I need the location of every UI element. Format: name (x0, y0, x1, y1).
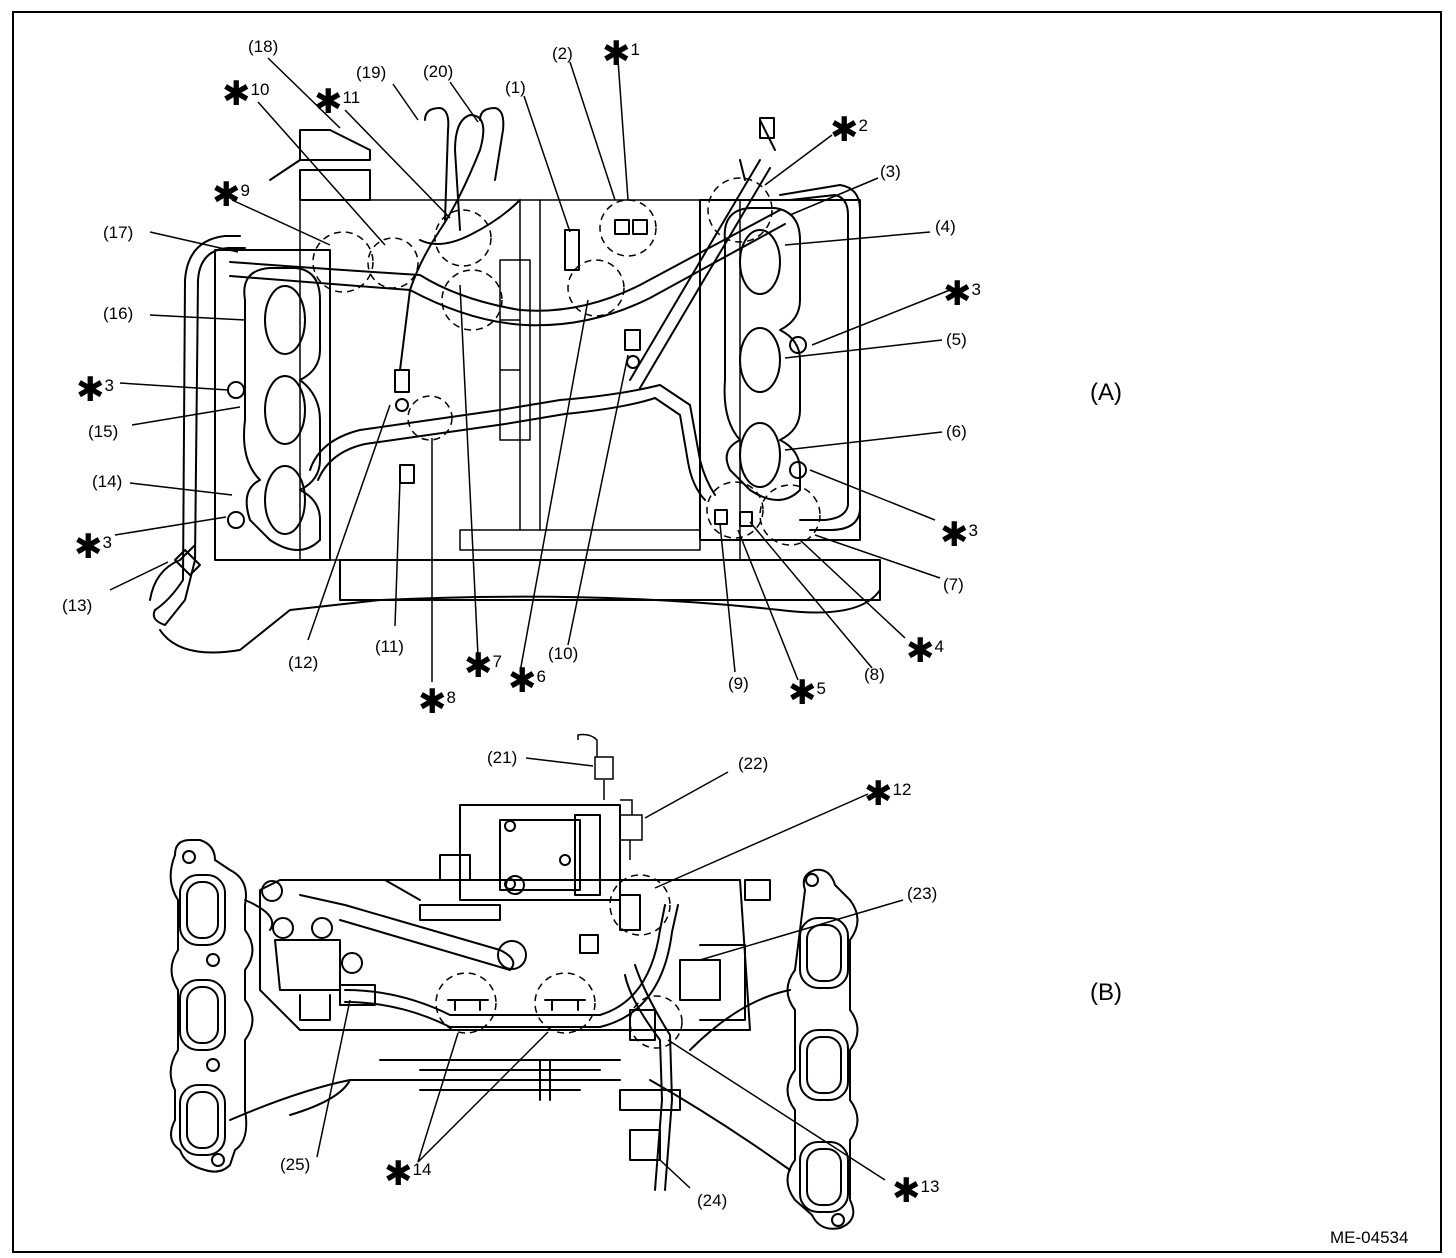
note-star: ✱ (74, 528, 103, 566)
note-star: ✱ (892, 1172, 921, 1210)
label-11: (11) (375, 637, 404, 656)
note-2: ✱2 (830, 111, 868, 149)
note-star: ✱ (222, 75, 251, 113)
note-10: ✱10 (222, 75, 269, 113)
note-11: ✱11 (314, 83, 360, 121)
label-6: (6) (946, 422, 967, 441)
view-a-label: (A) (1090, 379, 1122, 406)
note-labels: ✱1 ✱2 ✱3 ✱3 ✱3 ✱3 ✱4 ✱5 ✱6 ✱7 ✱8 ✱9 ✱10 … (74, 35, 981, 1210)
label-24: (24) (697, 1191, 727, 1210)
label-2: (2) (552, 44, 573, 63)
note-star: ✱ (906, 632, 935, 670)
note-4: ✱4 (906, 632, 944, 670)
note-6: ✱6 (508, 662, 546, 700)
note-star: ✱ (384, 1155, 413, 1193)
note-3-right-top: ✱3 (943, 275, 981, 313)
figure-frame (12, 11, 1442, 1253)
note-1: ✱1 (602, 35, 640, 73)
label-21: (21) (487, 748, 517, 767)
note-star: ✱ (508, 662, 537, 700)
view-b-drawing (169, 804, 859, 1230)
note-3-left-top: ✱3 (76, 371, 114, 409)
note-3-right-bottom: ✱3 (940, 516, 978, 554)
view-a-callout-circles (312, 177, 821, 546)
note-star: ✱ (464, 647, 493, 685)
figure-code: ME-04534 (1330, 1228, 1408, 1247)
label-7: (7) (943, 575, 964, 594)
note-7: ✱7 (464, 647, 502, 685)
label-16: (16) (103, 304, 133, 323)
label-5: (5) (946, 330, 967, 349)
label-19: (19) (356, 63, 386, 82)
label-12: (12) (288, 653, 318, 672)
view-b-label: (B) (1090, 979, 1122, 1006)
note-star: ✱ (788, 674, 817, 712)
view-b-leader-lines (316, 733, 904, 1189)
part-labels: (1) (2) (3) (4) (5) (6) (7) (8) (9) (10)… (62, 37, 967, 1210)
view-a-leader-lines (109, 57, 951, 682)
label-14: (14) (92, 472, 122, 491)
note-star: ✱ (314, 83, 343, 121)
label-25: (25) (280, 1155, 310, 1174)
label-23: (23) (907, 884, 937, 903)
note-14: ✱14 (384, 1155, 431, 1193)
label-4: (4) (935, 217, 956, 236)
note-star: ✱ (943, 275, 972, 313)
note-star: ✱ (830, 111, 859, 149)
note-3-left-bottom: ✱3 (74, 528, 112, 566)
label-8: (8) (864, 665, 885, 684)
label-13: (13) (62, 596, 92, 615)
view-a-drawing (149, 107, 881, 654)
label-18: (18) (248, 37, 278, 56)
note-star: ✱ (418, 683, 447, 721)
label-10: (10) (548, 644, 578, 663)
label-15: (15) (88, 422, 118, 441)
label-9: (9) (728, 674, 749, 693)
note-12: ✱12 (864, 775, 911, 813)
label-1: (1) (505, 78, 526, 97)
label-3: (3) (880, 162, 901, 181)
note-star: ✱ (212, 176, 241, 214)
note-13: ✱13 (892, 1172, 939, 1210)
note-star: ✱ (76, 371, 105, 409)
label-20: (20) (423, 62, 453, 81)
note-8: ✱8 (418, 683, 456, 721)
note-star: ✱ (864, 775, 893, 813)
note-star: ✱ (940, 516, 969, 554)
note-star: ✱ (602, 35, 631, 73)
label-17: (17) (103, 223, 133, 242)
view-b-callout-circles (435, 874, 683, 1049)
note-5: ✱5 (788, 674, 826, 712)
label-22: (22) (738, 754, 768, 773)
note-9: ✱9 (212, 176, 250, 214)
